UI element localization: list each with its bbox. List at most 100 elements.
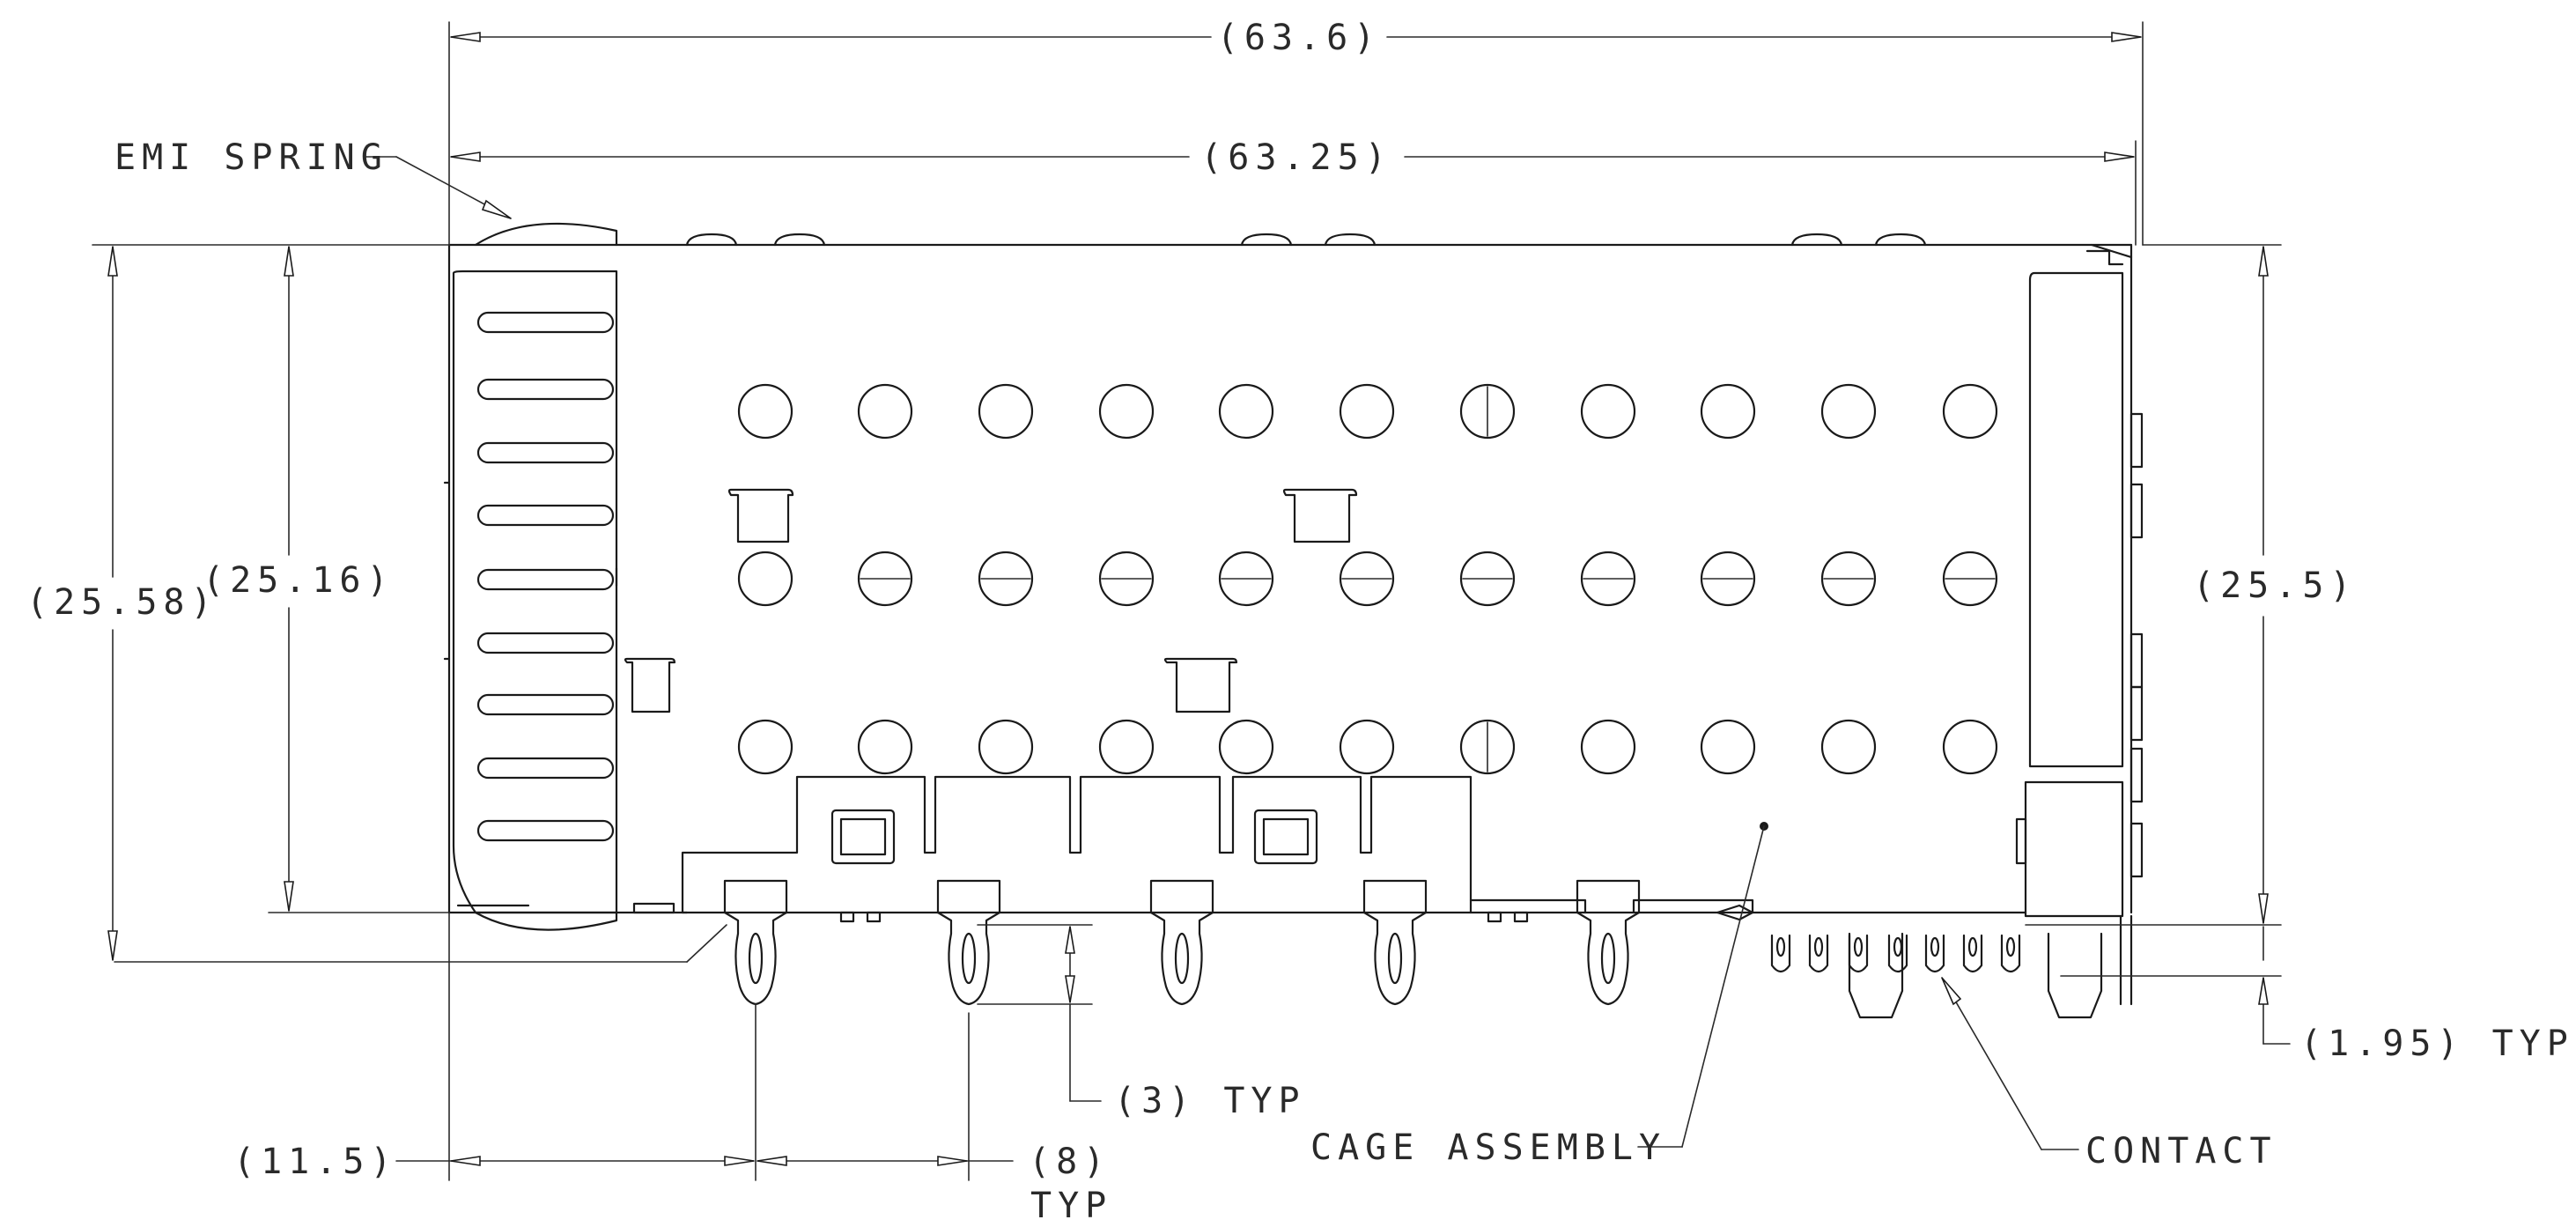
emi-slot — [476, 568, 615, 591]
vent-hole — [978, 719, 1034, 775]
contact-slot — [2005, 936, 2016, 957]
pin-body — [1149, 911, 1214, 1006]
dim-pin-pitch — [757, 1012, 1014, 1181]
vent-hole — [1218, 719, 1274, 775]
vent-hole — [1820, 383, 1877, 440]
vent-hole — [1339, 551, 1395, 607]
pin-eye — [748, 932, 764, 985]
vent-hole — [857, 383, 913, 440]
pin-head — [1149, 879, 1214, 914]
vent-hole — [1700, 551, 1756, 607]
vent-hole — [1459, 719, 1516, 775]
pin-head — [723, 879, 788, 914]
vent-hole — [1942, 383, 1998, 440]
contact-slot — [1930, 936, 1940, 957]
latch-tabs — [624, 488, 1358, 713]
vent-hole — [1218, 383, 1274, 440]
lower-flange — [632, 775, 2027, 923]
contact-slot — [1813, 936, 1824, 957]
vent-hole — [1942, 719, 1998, 775]
vent-hole — [737, 551, 793, 607]
contact-pin — [1808, 934, 1829, 973]
pin-length-label: (3) TYP — [1114, 1081, 1306, 1121]
contact-leader — [1941, 977, 2079, 1150]
emi-slot — [476, 504, 615, 527]
vent-hole — [857, 719, 913, 775]
emi-slot — [476, 441, 615, 464]
vent-hole — [857, 551, 913, 607]
pin-eye — [1600, 932, 1616, 985]
contact-pin — [1848, 934, 1869, 973]
pin-eye — [1174, 932, 1190, 985]
dim-left-inner-height — [268, 246, 450, 913]
contact-slot — [1853, 936, 1864, 957]
vent-hole — [1098, 551, 1155, 607]
pin-body — [1576, 911, 1641, 1006]
emi-slots — [476, 311, 615, 842]
contact-pin — [1887, 934, 1908, 973]
vent-hole — [737, 719, 793, 775]
dim-overall-length — [448, 21, 2144, 246]
vent-hole — [1820, 551, 1877, 607]
vent-hole — [1339, 719, 1395, 775]
contact-slot — [1775, 936, 1786, 957]
dim-right-height — [2025, 244, 2282, 926]
cage-body — [447, 233, 2144, 1006]
vent-hole — [1218, 551, 1274, 607]
vent-hole — [737, 383, 793, 440]
overall-length-label: (63.6) — [1217, 18, 1382, 58]
vent-hole — [1098, 719, 1155, 775]
contacts — [1770, 932, 2103, 1019]
vent-hole — [1580, 551, 1636, 607]
vent-hole — [1459, 383, 1516, 440]
vent-hole — [1700, 383, 1756, 440]
vent-hole — [1580, 383, 1636, 440]
contact-pin — [2000, 934, 2021, 973]
contact-offset-label: (1.95) TYP — [2300, 1024, 2574, 1064]
left-outer-height-label: (25.58) — [26, 582, 218, 623]
pin-eye — [1387, 932, 1403, 985]
pin-pitch-label: (8) — [1029, 1142, 1111, 1182]
emi-slot — [476, 632, 615, 654]
pin-body — [723, 911, 788, 1006]
emi-spring-label: EMI SPRING — [114, 137, 388, 178]
vent-holes — [737, 383, 1998, 775]
body-length-label: (63.25) — [1200, 137, 1392, 178]
contact-slot — [1967, 936, 1978, 957]
emi-slot — [476, 819, 615, 842]
right-height-label: (25.5) — [2193, 565, 2358, 606]
pin-pitch-typ-label: TYP — [1030, 1186, 1112, 1226]
emi-slot — [476, 693, 615, 716]
dim-contact-offset — [2060, 926, 2291, 1045]
dim-body-length — [450, 140, 2137, 246]
emi-slot — [476, 311, 615, 334]
vent-hole — [1580, 719, 1636, 775]
contact-pin — [1962, 934, 1983, 973]
vent-hole — [1339, 383, 1395, 440]
emi-slot — [476, 378, 615, 401]
vent-hole — [978, 551, 1034, 607]
pin-body — [936, 911, 1001, 1006]
emi-spring-part — [443, 222, 618, 931]
pin-head — [936, 879, 1001, 914]
vent-hole — [1820, 719, 1877, 775]
dim-pin-length — [977, 924, 1102, 1102]
vent-hole — [1459, 551, 1516, 607]
left-inner-height-label: (25.16) — [203, 560, 395, 601]
emi-spring-leader — [365, 156, 512, 219]
contact-pin — [1924, 934, 1945, 973]
pin-body — [1362, 911, 1428, 1006]
emi-slot — [476, 757, 615, 780]
pin-head — [1362, 879, 1428, 914]
contact-post — [2047, 932, 2103, 1019]
contact-slot — [1893, 936, 1903, 957]
cage-assembly-leader — [1637, 822, 1768, 1148]
contact-pin — [1770, 934, 1791, 973]
contact-label: CONTACT — [2085, 1131, 2277, 1172]
pin-head — [1576, 879, 1641, 914]
vent-hole — [1942, 551, 1998, 607]
press-fit-pins — [723, 879, 1641, 1006]
cage-assembly-label: CAGE ASSEMBLY — [1310, 1127, 1666, 1168]
pin-eye — [961, 932, 977, 985]
